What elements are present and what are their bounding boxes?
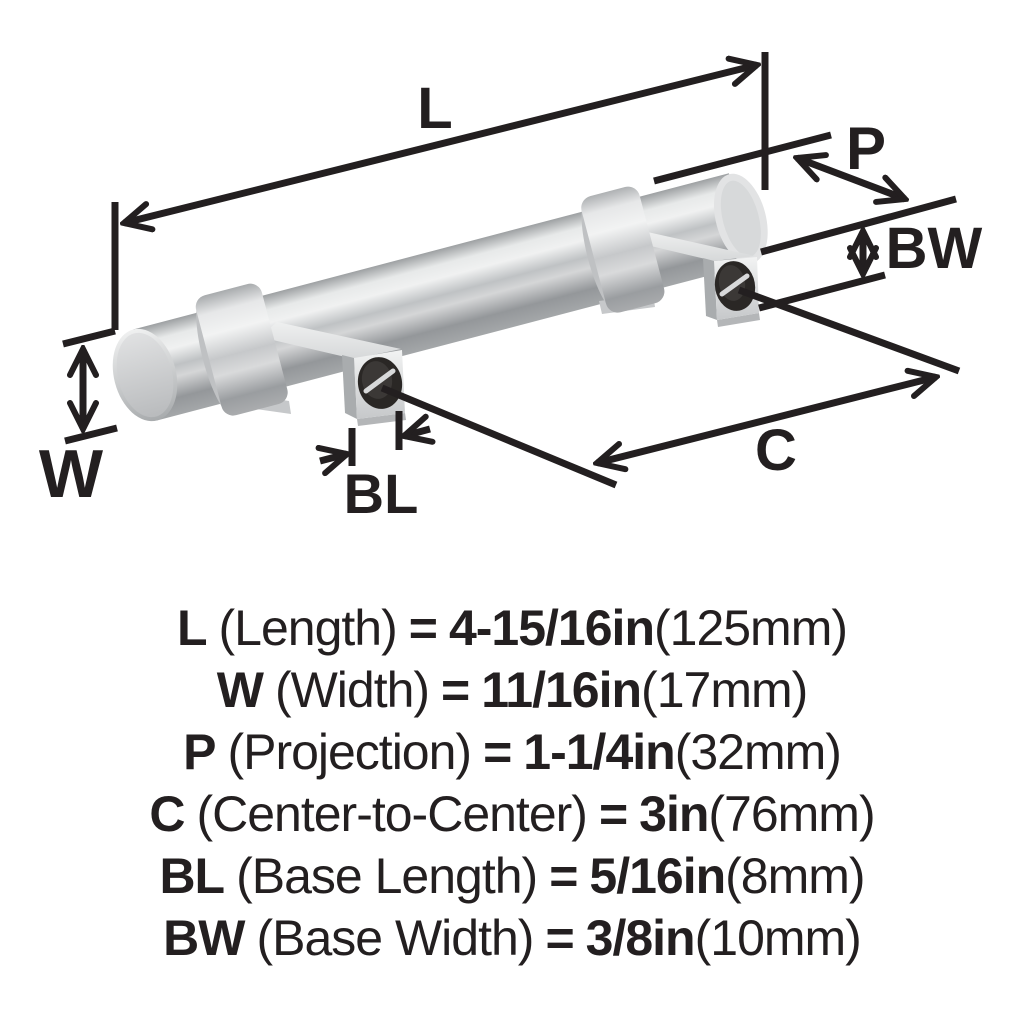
- legend-equals: =: [441, 662, 470, 718]
- legend-symbol: P: [183, 724, 216, 780]
- dim-label-width: W: [39, 436, 104, 512]
- dim-projection: [653, 131, 957, 256]
- dim-width: [62, 327, 118, 445]
- legend-imperial: 11/16in: [481, 662, 642, 718]
- dim-label-center-to-center: C: [755, 418, 797, 483]
- legend-name: (Length): [218, 600, 398, 656]
- legend-equals: =: [483, 724, 512, 780]
- legend-row-width: W(Width)=11/16in(17mm): [0, 659, 1024, 721]
- legend-equals: =: [408, 600, 438, 656]
- legend-metric: (17mm): [641, 662, 808, 718]
- dim-label-base-width: BW: [886, 216, 983, 281]
- dim-length: [111, 52, 769, 330]
- legend-symbol: L: [176, 600, 208, 656]
- legend-row-length: L(Length)=4-15/16in(125mm): [0, 597, 1024, 659]
- legend-imperial: 3in: [639, 786, 709, 842]
- rear-screw-hole: [714, 261, 756, 311]
- dim-label-projection: P: [846, 115, 886, 182]
- legend-symbol: W: [216, 662, 264, 718]
- dimension-lines: [62, 52, 961, 489]
- legend-imperial: 4-15/16in: [448, 600, 655, 656]
- dim-base-length: [320, 411, 430, 466]
- legend-name: (Projection): [227, 724, 472, 780]
- dimension-legend: L(Length)=4-15/16in(125mm) W(Width)=11/1…: [0, 597, 1024, 969]
- legend-symbol: BW: [163, 910, 245, 966]
- legend-name: (Width): [274, 662, 430, 718]
- legend-symbol: C: [149, 786, 185, 842]
- legend-row-base-width: BW(Base Width)=3/8in(10mm): [0, 907, 1024, 969]
- pull-handle: [112, 173, 768, 426]
- legend-row-center-to-center: C(Center-to-Center)=3in(76mm): [0, 783, 1024, 845]
- dim-base-width: [758, 231, 886, 312]
- legend-imperial: 1-1/4in: [523, 724, 675, 780]
- legend-metric: (76mm): [708, 786, 875, 842]
- legend-metric: (32mm): [674, 724, 842, 780]
- legend-imperial: 5/16in: [589, 848, 726, 904]
- front-mount-base: [260, 322, 406, 426]
- legend-name: (Base Width): [256, 910, 534, 966]
- legend-equals: =: [545, 910, 574, 966]
- rear-mount-base: [621, 231, 760, 327]
- dim-label-base-length: BL: [344, 462, 419, 525]
- legend-equals: =: [598, 786, 628, 842]
- legend-row-base-length: BL(Base Length)=5/16in(8mm): [0, 845, 1024, 907]
- legend-metric: (125mm): [653, 600, 848, 656]
- legend-name: (Center-to-Center): [196, 786, 587, 842]
- legend-name: (Base Length): [236, 848, 538, 904]
- dim-center-to-center: [380, 286, 961, 489]
- legend-metric: (10mm): [694, 910, 862, 966]
- legend-equals: =: [549, 848, 578, 904]
- legend-metric: (8mm): [725, 848, 865, 904]
- legend-row-projection: P(Projection)=1-1/4in(32mm): [0, 721, 1024, 783]
- legend-symbol: BL: [159, 848, 225, 904]
- dim-label-length: L: [417, 76, 452, 141]
- legend-imperial: 3/8in: [585, 910, 696, 966]
